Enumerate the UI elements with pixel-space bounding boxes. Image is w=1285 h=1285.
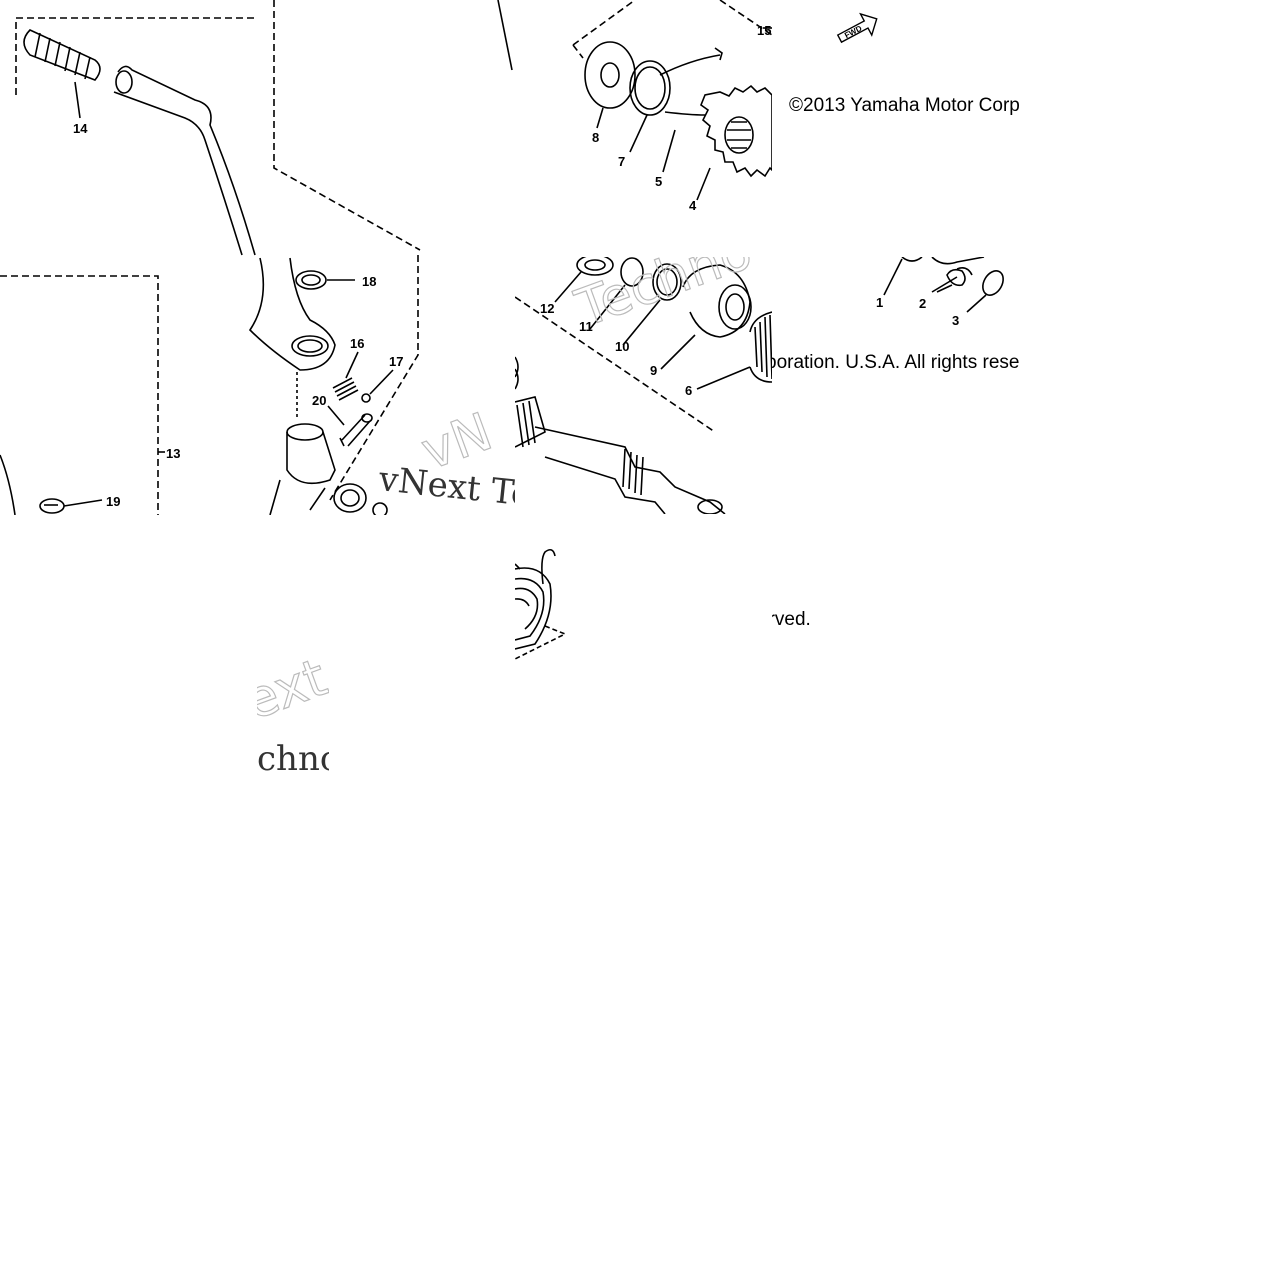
nut-19	[39, 498, 65, 514]
tile-kick-shaft: 12 11 10 9 6 Techno	[515, 257, 772, 514]
kick-lever-drawing: 14 18 16 17 20 13 19 vNext Te vN	[0, 0, 515, 515]
callout-3: 3	[952, 313, 959, 328]
tile-copyright-top: FWD ©2013 Yamaha Motor Corp	[772, 0, 1029, 257]
copyright-line-2: poration. U.S.A. All rights rese	[772, 352, 1020, 373]
callout-9: 9	[650, 363, 657, 378]
fwd-badge: FWD	[836, 12, 878, 44]
watermark-text-2: chno	[257, 739, 329, 775]
fwd-label: FWD	[843, 24, 864, 41]
kick-shaft	[515, 396, 726, 514]
callout-17: 17	[389, 354, 403, 369]
kick-gear-4	[700, 84, 772, 178]
spring-6	[749, 311, 772, 383]
washer-8	[584, 41, 636, 109]
copyright-line-1: ©2013 Yamaha Motor Corp	[789, 95, 1020, 116]
spring-16	[332, 377, 359, 401]
callout-1: 1	[876, 295, 883, 310]
callout-14: 14	[73, 121, 88, 136]
washer-10	[652, 263, 682, 301]
clip-5	[659, 54, 721, 116]
callout-7: 7	[618, 154, 625, 169]
lever-boss	[269, 423, 388, 515]
watermark-fragment-drawing: ext chno	[257, 660, 329, 775]
tile-watermark-fragment: ext chno	[257, 660, 329, 775]
tile-kick-lever: 14 18 16 17 20 13 19 vNext Te vN	[0, 0, 515, 515]
callout-13: 13	[166, 446, 180, 461]
watermark-outline-3: ext	[257, 660, 329, 732]
callout-18: 18	[362, 274, 376, 289]
bolt-20	[339, 413, 373, 447]
callout-11: 11	[579, 319, 593, 334]
callout-15: 15	[757, 23, 771, 38]
parts-1-3-drawing: 1 2 3	[876, 257, 1004, 328]
circlip-11	[620, 257, 644, 287]
circlip-7	[629, 60, 671, 116]
dashed-frame-shaft	[0, 275, 159, 515]
part-2	[946, 267, 973, 287]
washer-18	[295, 270, 327, 290]
callout-2: 2	[919, 296, 926, 311]
callout-12: 12	[540, 301, 554, 316]
washer-12	[576, 257, 614, 276]
tile-copyright-bottom: erved.	[772, 514, 832, 660]
tile-return-spring	[515, 514, 772, 660]
callout-5: 5	[655, 174, 662, 189]
ball-17	[361, 393, 371, 403]
part-1	[901, 257, 985, 265]
rubber-grip	[23, 29, 101, 81]
callout-8: 8	[592, 130, 599, 145]
copyright-line-3: erved.	[772, 609, 811, 630]
callout-16: 16	[350, 336, 364, 351]
callout-19: 19	[106, 494, 120, 509]
callout-10: 10	[615, 339, 629, 354]
callout-20: 20	[312, 393, 326, 408]
return-spring-drawing	[515, 548, 567, 660]
dashed-frame-lever	[15, 17, 258, 95]
kick-lever	[113, 65, 336, 371]
ratchet-9	[682, 264, 752, 338]
callout-6: 6	[685, 383, 692, 398]
kick-gear-drawing: 8 7 5 4 15	[572, 0, 772, 213]
tile-copyright-mid: 1 2 3 poration. U.S.A. All rights rese	[772, 257, 1029, 514]
kick-shaft-drawing: 12 11 10 9 6 Techno	[515, 257, 772, 514]
part-3	[982, 270, 1004, 296]
tile-kick-gear: 8 7 5 4 15	[515, 0, 772, 257]
return-spring	[515, 548, 556, 650]
callout-4: 4	[689, 198, 697, 213]
